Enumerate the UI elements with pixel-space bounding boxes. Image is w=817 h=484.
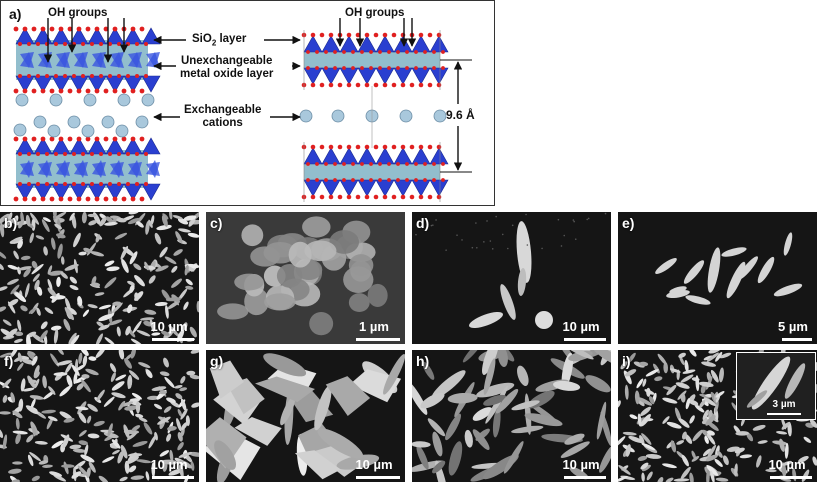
scale-bar [782,338,812,341]
right-slab-top [301,30,449,90]
sem-image-g: g) 10 µm [206,350,405,482]
right-interlayer-cations [299,109,447,123]
left-interlayer-cations [13,93,155,138]
panel-label: e) [622,215,635,231]
panel-label: d) [416,215,430,231]
inset-particles [746,356,806,410]
sem-image-b: b) 10 µm [0,212,199,344]
panel-label: h) [416,353,430,369]
sem-texture [206,350,405,482]
scale-bar-label: 10 µm [150,457,188,472]
magnified-inset: 3 µm [736,352,816,420]
sem-image-d: d) 10 µm [412,212,611,344]
panel-a-label: a) [9,6,22,22]
sem-texture [618,212,817,344]
sem-texture [412,212,611,344]
scale-bar-label: 10 µm [150,319,188,334]
sem-texture [412,350,611,482]
panel-label: g) [210,353,224,369]
scale-bar-label: 10 µm [355,457,393,472]
sem-texture [206,212,405,344]
particles [0,350,199,482]
inset-scale-bar [767,413,801,415]
exchangeable-cations-label: Exchangeable cations [184,104,262,129]
scale-bar [564,338,606,341]
layered-structure-drawing [13,18,472,202]
left-slab-top [13,26,161,94]
interlayer-spacing-label: 9.6 Å [446,108,475,122]
oh-groups-label-right: OH groups [345,7,405,19]
inset-scale-label: 3 µm [772,399,796,410]
scale-bar-label: 5 µm [778,319,808,334]
structure-diagram-panel: a) OH groups OH groups SiO2 layer Unexch… [0,0,495,206]
sem-image-e: e) 5 µm [618,212,817,344]
scale-bar [564,476,606,479]
scale-bar-label: 10 µm [768,457,806,472]
inset-texture [746,356,806,410]
panel-label: b) [4,215,18,231]
label-pointer-arrows [153,35,301,122]
spacing-bracket [440,59,472,173]
sem-image-c: c) 1 µm [206,212,405,344]
particles [206,353,405,482]
particles [0,212,199,344]
unexchangeable-layer-label: Unexchangeable metal oxide layer [180,55,274,80]
scale-bar [152,476,194,479]
particles [412,350,611,482]
sem-image-h: h) 10 µm [412,350,611,482]
sem-image-f: f) 10 µm [0,350,199,482]
oh-groups-label-left: OH groups [48,7,108,19]
scale-bar [152,338,194,341]
oh-arrows [43,18,417,63]
sio2-layer-label: SiO2 layer [192,33,247,48]
scale-bar [356,338,400,341]
particles [655,232,803,305]
particles [415,212,607,329]
scale-bar [770,476,812,479]
scale-bar [356,476,400,479]
scale-bar-label: 10 µm [562,319,600,334]
panel-label: c) [210,215,223,231]
right-slab-bottom [301,142,449,202]
panel-label: i) [622,353,631,369]
scale-bar-label: 10 µm [562,457,600,472]
left-slab-bottom [13,136,161,202]
particles [217,216,388,336]
scale-bar-label: 1 µm [359,319,389,334]
sem-texture [0,212,199,344]
panel-label: f) [4,353,14,369]
sem-image-i: i) 10 µm 3 µm [618,350,817,482]
sem-texture [0,350,199,482]
